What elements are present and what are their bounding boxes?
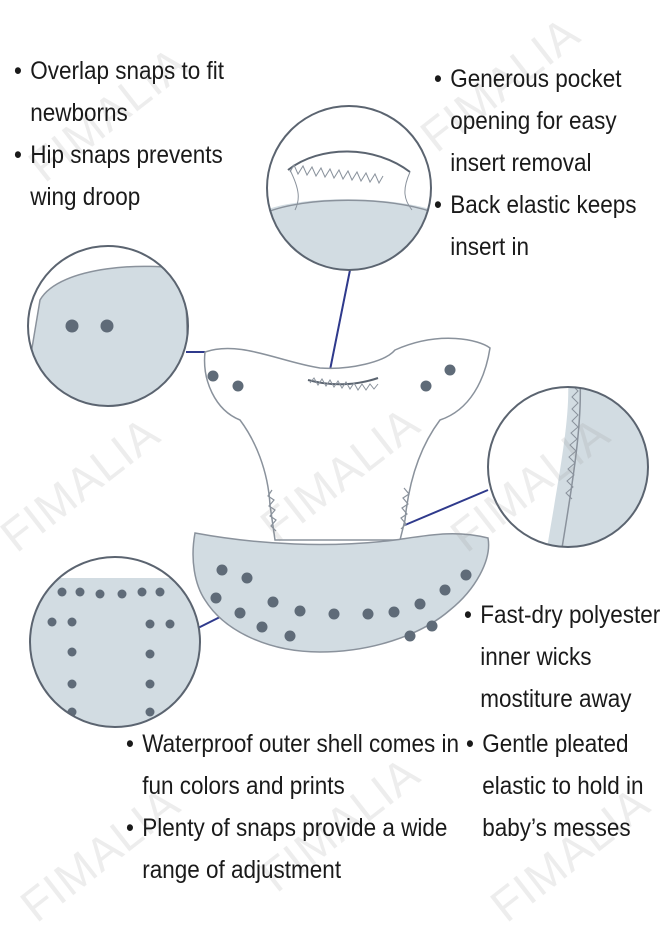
- callout-item: Waterproof outer shell comes in fun colo…: [126, 723, 459, 807]
- snap-dot-icon: [284, 630, 296, 642]
- callout-inner: Fast-dry polyester inner wicks mostiture…: [464, 594, 660, 720]
- snap-dot-icon: [67, 647, 77, 657]
- snap-dot-icon: [145, 649, 155, 659]
- diaper-front-panel: [192, 532, 490, 653]
- snap-dot-icon: [216, 564, 228, 576]
- snap-dot-icon: [328, 608, 340, 620]
- callout-item: Overlap snaps to fit newborns: [14, 50, 275, 134]
- snap-dot-icon: [362, 608, 374, 620]
- snap-dot-icon: [256, 621, 268, 633]
- callout-snaps: Overlap snaps to fit newborns Hip snaps …: [14, 50, 275, 218]
- callout-item: Gentle pleated elastic to hold in baby’s…: [466, 723, 660, 849]
- snap-dot-icon: [439, 584, 451, 596]
- snap-dot-icon: [232, 380, 244, 392]
- snap-dot-icon: [388, 606, 400, 618]
- snap-dot-icon: [165, 619, 175, 629]
- snap-dot-icon: [100, 319, 114, 333]
- callout-item: Hip snaps prevents wing droop: [14, 134, 275, 218]
- magnifier-circle-icon: [487, 386, 649, 548]
- back-elastic-ruffle: [309, 377, 379, 391]
- snap-dot-icon: [65, 319, 79, 333]
- callout-item: Generous pocket opening for easy insert …: [434, 58, 650, 184]
- leg-elastic-left: [267, 489, 277, 532]
- callout-item: Plenty of snaps provide a wide range of …: [126, 807, 459, 891]
- snap-dot-icon: [67, 679, 77, 689]
- snap-dot-icon: [420, 380, 432, 392]
- callout-shell: Waterproof outer shell comes in fun colo…: [126, 723, 459, 891]
- diaper-back-panel: [203, 337, 491, 541]
- snap-dot-icon: [137, 587, 147, 597]
- snap-dot-icon: [444, 364, 456, 376]
- callout-item: Fast-dry polyester inner wicks mostiture…: [464, 594, 660, 720]
- back-elastic: [307, 377, 379, 386]
- snap-dot-icon: [460, 569, 472, 581]
- magnifier-circle-icon: [27, 245, 189, 407]
- snap-dot-icon: [47, 617, 57, 627]
- leader-line-inner: [404, 489, 489, 526]
- magnifier-circle-icon: [266, 105, 432, 271]
- snap-dot-icon: [145, 679, 155, 689]
- diaper-snaps: [207, 364, 472, 642]
- snap-dot-icon: [155, 587, 165, 597]
- diaper-diagram: [27, 105, 649, 728]
- callout-elastic: Gentle pleated elastic to hold in baby’s…: [466, 723, 660, 849]
- snap-dot-icon: [414, 598, 426, 610]
- snap-dot-icon: [145, 707, 155, 717]
- snap-dot-icon: [210, 592, 222, 604]
- magnifier-circle-icon: [29, 556, 201, 728]
- diaper-illustration: [192, 337, 491, 653]
- leg-elastic-right: [400, 487, 410, 530]
- snap-dot-icon: [426, 620, 438, 632]
- callout-item: Back elastic keeps insert in: [434, 184, 650, 268]
- snap-dot-icon: [57, 587, 67, 597]
- snap-dot-icon: [95, 589, 105, 599]
- snap-dot-icon: [117, 589, 127, 599]
- snap-dot-icon: [404, 630, 416, 642]
- snap-dot-icon: [241, 572, 253, 584]
- snap-dot-icon: [75, 587, 85, 597]
- snap-dot-icon: [267, 596, 279, 608]
- leader-line-pocket: [329, 269, 351, 371]
- snap-dot-icon: [67, 617, 77, 627]
- snap-dot-icon: [234, 607, 246, 619]
- snap-dot-icon: [145, 619, 155, 629]
- callout-pocket: Generous pocket opening for easy insert …: [434, 58, 650, 268]
- snap-dot-icon: [294, 605, 306, 617]
- snap-dot-icon: [207, 370, 219, 382]
